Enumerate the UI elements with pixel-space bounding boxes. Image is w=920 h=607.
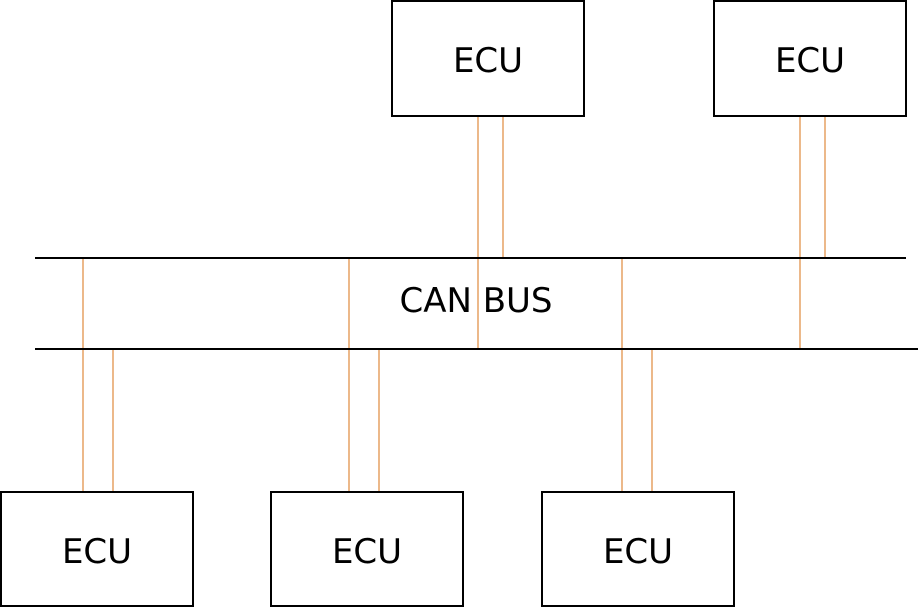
ecu-node-bottom-left: ECU: [0, 491, 194, 607]
ecu-label: ECU: [775, 41, 845, 81]
ecu-label: ECU: [453, 41, 523, 81]
ecu-node-bottom-right: ECU: [541, 491, 735, 607]
wires: [82, 116, 826, 492]
ecu-node-bottom-center: ECU: [270, 491, 464, 607]
ecu-box: [713, 0, 907, 117]
ecu-box: [391, 0, 585, 117]
ecu-node-top-center: ECU: [391, 0, 585, 117]
ecu-box: [0, 491, 194, 607]
ecu-label: ECU: [62, 532, 132, 572]
ecu-node-top-right: ECU: [713, 0, 907, 117]
ecu-label: ECU: [603, 532, 673, 572]
ecu-label: ECU: [332, 532, 402, 572]
ecu-box: [270, 491, 464, 607]
can-bus-label: CAN BUS: [399, 281, 552, 321]
ecu-box: [541, 491, 735, 607]
